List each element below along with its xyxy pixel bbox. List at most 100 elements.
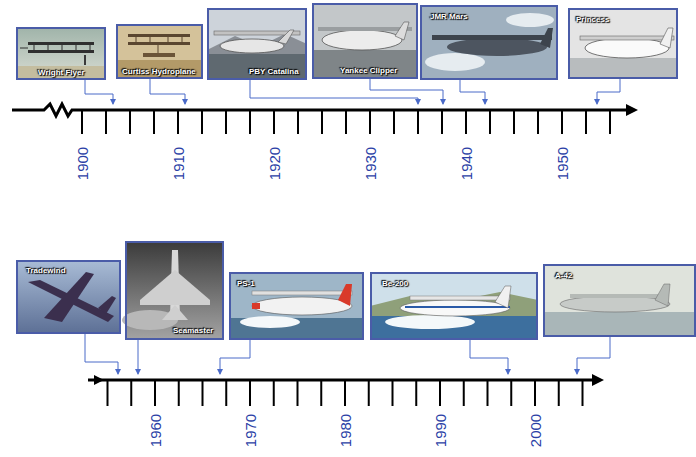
plane-name: PS-1 [237,280,255,288]
leader-line [577,337,610,374]
photo-water [312,50,418,79]
plane-wing [128,42,190,45]
photo-sky [116,24,203,79]
plane-name: Princess [576,16,609,24]
plane-tail [495,286,511,308]
plane-wing [28,42,94,45]
timeline-axis [12,104,628,116]
plane-tail [655,284,670,306]
plane-name: Be-200 [382,280,408,288]
wright-flyer-photo [16,27,106,80]
plane-tail [278,30,294,44]
photo-frame: JMR Mars [420,5,558,80]
plane-hull [322,30,402,50]
timeline-bottom [88,374,604,406]
photo-frame: Curtiss Hydroplane [116,24,203,79]
plane-wing [44,272,94,322]
plane-float [143,53,175,57]
leader-line [150,79,185,104]
plane-name: Seamaster [173,327,213,335]
photo-cloud [506,13,554,27]
photo-sky [229,272,364,340]
photo-sky [568,8,678,79]
photo-water [370,316,538,340]
jmr-mars-photo [420,5,558,80]
photo-sky [543,264,696,337]
plane-name: Tradewind [26,267,66,275]
plane-tail [98,296,116,314]
photo-frame: Tradewind [16,260,121,334]
plane-wing [580,36,674,40]
tradewind-photo [16,260,121,334]
year-label: 1930 [363,146,378,179]
plane-wing [318,27,412,31]
leader-line [597,79,620,104]
plane-tail [162,305,188,320]
plane-name: PBY Catalina [249,68,299,76]
photo-sky [207,8,307,80]
photo-water [543,312,696,337]
leader-line [250,80,418,104]
plane-wing [128,34,190,37]
seamaster-photo [122,241,224,340]
plane-tail [338,284,352,306]
photo-frame: Be-200 [370,272,538,340]
pby-photo [207,8,307,80]
plane-tail [540,28,553,48]
timeline-arrowhead [94,375,104,385]
plane-tail [660,28,673,48]
photo-sky [16,260,121,334]
plane-name: Curtiss Hydroplane [122,68,196,76]
plane-name: A-42 [555,272,572,280]
plane-stripe [405,306,510,308]
photo-frame: Wright Flyer [16,27,106,80]
plane-hull [220,39,284,53]
plane-name: JMR Mars [430,13,468,21]
leader-line [220,340,250,374]
photo-sky [16,27,106,80]
plane-wing [252,291,352,295]
leader-line [85,334,118,374]
plane-name: Yankee Clipper [340,67,397,75]
year-label: 2000 [528,413,543,446]
plane-hull [252,297,352,315]
plane-wing [140,270,210,305]
plane-wing [410,296,510,300]
photo-frame: PS-1 [229,272,364,340]
photo-frame: A-42 [543,264,696,337]
plane-hull [447,38,547,56]
princess-photo [568,8,678,79]
plane-name: Wright Flyer [38,69,85,77]
leader-line [470,340,508,374]
photo-water [568,58,678,79]
timeline-ticks [108,380,583,406]
year-label: 1900 [75,146,90,179]
leader-line [460,80,485,104]
plane-hull [400,300,510,316]
year-label: 1950 [555,146,570,179]
leader-lines [85,79,620,374]
timeline-arrowhead [592,374,604,386]
photo-hills [207,34,307,56]
leader-line [370,79,443,104]
year-label: 1920 [267,146,282,179]
year-label: 1940 [459,146,474,179]
photo-frame: Yankee Clipper [312,3,418,79]
year-label: 1990 [433,413,448,446]
plane-tail [395,22,409,40]
timeline-arrowhead [626,104,638,116]
plane-hull [585,38,669,58]
yankee-clipper-photo [312,3,418,79]
leader-line [85,80,113,104]
photo-ground [16,66,106,80]
plane-strut [20,45,90,50]
photo-water [207,54,307,80]
timeline-ticks [82,110,610,134]
curtiss-photo [116,24,203,79]
photo-sky [420,5,558,80]
year-label: 1960 [148,413,163,446]
plane-wing [432,35,552,40]
plane-nose [252,303,260,309]
photo-sky [370,272,538,340]
